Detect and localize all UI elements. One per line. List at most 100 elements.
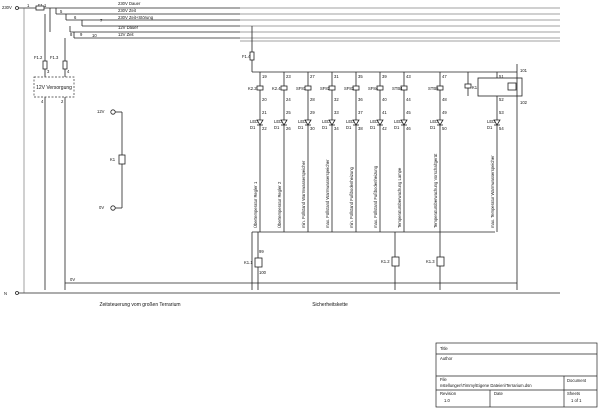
col-6-led-icon	[376, 119, 384, 126]
col-1-contact	[256, 85, 264, 91]
col-8-led-icon	[436, 119, 444, 126]
k1-coil	[118, 154, 126, 165]
rail-0v-label: 0V	[70, 277, 75, 282]
node-2-label: 2	[61, 99, 64, 104]
col-7-node-low: 45	[406, 110, 411, 115]
col-6-relay-label: SF84	[368, 86, 379, 91]
col-8-node-bot: 50	[442, 126, 447, 131]
node-10-label: 10	[92, 33, 97, 38]
col-5-contact	[352, 85, 360, 91]
col-5-led-sub: D1	[346, 125, 352, 130]
f14-label: F1.4	[242, 54, 251, 59]
col-3-node-bot: 30	[310, 126, 315, 131]
bottom-rails: 0V N	[4, 8, 560, 296]
k1-coil-block: 12V K1 0V	[97, 109, 126, 211]
col-7-node-mid: 44	[406, 97, 411, 102]
col-3-node-low: 29	[310, 110, 315, 115]
col-7-contact	[400, 85, 408, 91]
col-8-contact	[436, 85, 444, 91]
col-7-led-label: LED	[394, 119, 402, 124]
col-6-node-low: 41	[382, 110, 387, 115]
col-1-node-bot: 22	[262, 126, 267, 131]
col-5-node-low: 37	[358, 110, 363, 115]
col-3-description: min. Füllstand Warmwasserspeicher	[301, 160, 306, 228]
main-supply-label: 230V	[2, 5, 12, 10]
col-1-node-mid: 20	[262, 97, 267, 102]
tb-revision-value: 1.0	[444, 398, 450, 403]
col-10-node-top: 51	[499, 74, 504, 79]
col-3-node-top: 27	[310, 74, 315, 79]
col-6-led-label: LED	[370, 119, 378, 124]
col-8-description: Temperaturüberwachung Vorschaltgerät	[433, 153, 438, 228]
coil-k13-label: K1.3	[426, 259, 435, 264]
tb-date-label: Date	[494, 391, 504, 396]
bus-label-12v-zeit: 12V Zeit	[118, 32, 134, 37]
col-3-contact	[304, 85, 312, 91]
col-2-led-icon	[280, 119, 288, 126]
col-2-description: Übertemperatur Regler 2	[277, 181, 282, 228]
col-10-led-icon	[493, 119, 501, 126]
col-8-led-label: LED	[430, 119, 438, 124]
bus-label-230v-dauer: 230V Dauer	[118, 1, 141, 6]
col-7-led-icon	[400, 119, 408, 126]
col-1-node-low: 21	[262, 110, 267, 115]
col-8-relay-label: STB5	[428, 86, 439, 91]
col-8-node-top: 47	[442, 74, 447, 79]
col-1-led-sub: D1	[250, 125, 256, 130]
col-4-led-sub: D1	[322, 125, 328, 130]
col-6-node-bot: 42	[382, 126, 387, 131]
tb-file-label: File	[440, 377, 447, 382]
node-1-label: 1	[27, 3, 30, 8]
tb-title-label: Title	[440, 346, 448, 351]
col-3-led-label: LED	[298, 119, 306, 124]
node-7-label: 7	[100, 18, 103, 23]
col-5-node-top: 35	[358, 74, 363, 79]
col-2-contact	[280, 85, 288, 91]
node-9-label: 9	[80, 32, 83, 37]
col-7-node-bot: 46	[406, 126, 411, 131]
col-7-led-sub: D1	[394, 125, 400, 130]
col-1-description: Übertemperatur Regler 1	[253, 181, 258, 228]
caption-right: Sicherheitskette	[312, 302, 348, 308]
col-10-led-label: LED	[487, 119, 495, 124]
col-7-description: Temperaturüberwachung Lampe	[397, 167, 402, 228]
col-5-node-bot: 38	[358, 126, 363, 131]
node-8-label: 8	[70, 32, 73, 37]
coil-k11	[254, 257, 263, 268]
col-2-led-sub: D1	[274, 125, 280, 130]
supply-bus: 230V 1 F1.1 230V Dauer 5 230V Zeit 6 7 2…	[2, 1, 560, 42]
col-2-node-mid: 24	[286, 97, 291, 102]
col-6-description: max. Füllstand Fußbodenheizung	[373, 165, 378, 228]
psu-label: 12V Versorgung	[36, 85, 72, 91]
coil-k13	[436, 256, 445, 267]
col-5-description: min. Füllstand Fußbodenheizung	[349, 166, 354, 228]
col-4-node-mid: 32	[334, 97, 339, 102]
node-4-label: 4	[67, 69, 70, 74]
coil-k11-top: 99	[259, 249, 264, 254]
col-6-node-top: 39	[382, 74, 387, 79]
coil-k11-bot: 100	[259, 270, 267, 275]
col-2-led-label: LED	[274, 119, 282, 124]
col-6-led-sub: D1	[370, 125, 376, 130]
tb-sheets-label: Sheets	[567, 391, 580, 396]
col-6-contact	[376, 85, 384, 91]
tb-author-label: Author	[440, 356, 453, 361]
col-9-relay-label: K1.3	[472, 85, 481, 90]
col-3-led-sub: D1	[298, 125, 304, 130]
node-4b-label: 4	[41, 99, 44, 104]
col-10-description: max. Temperatur Warmwasserspeicher	[490, 155, 495, 228]
bus-label-230v-zeit: 230V Zeit	[118, 8, 137, 13]
col-7-relay-label: STB4	[392, 86, 403, 91]
node-3-label: 3	[47, 69, 50, 74]
coil-k12	[391, 256, 400, 267]
right-relay-coil	[507, 82, 517, 91]
col-2-node-bot: 26	[286, 126, 291, 131]
coil-k12-label: K1.2	[381, 259, 390, 264]
col-3-node-mid: 28	[310, 97, 315, 102]
col-4-node-low: 33	[334, 110, 339, 115]
fuse-f11	[35, 5, 45, 11]
k1-12v-terminal	[110, 109, 116, 115]
